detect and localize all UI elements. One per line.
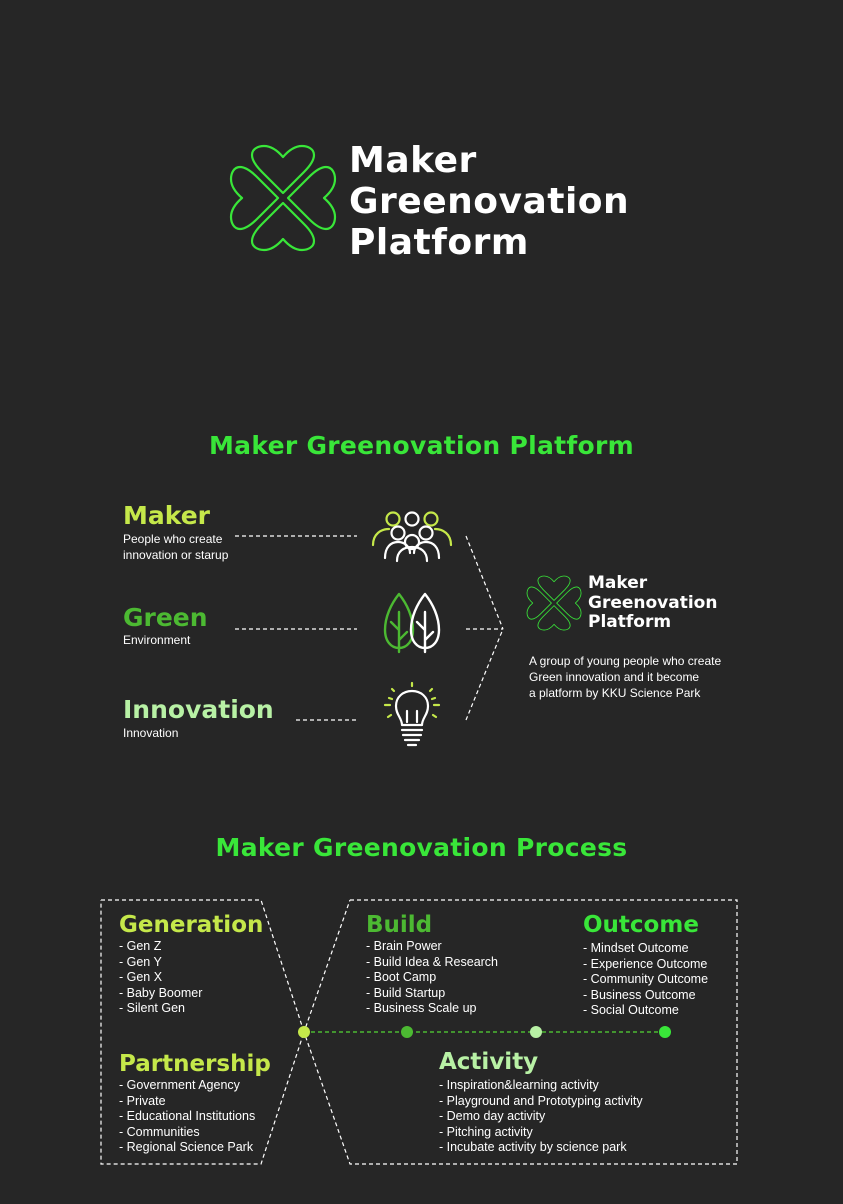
timeline-dot-build: [401, 1026, 413, 1038]
timeline-dot-generation: [298, 1026, 310, 1038]
platform-section-title: Maker Greenovation Platform: [208, 431, 635, 460]
keyword-green: Green: [123, 603, 208, 632]
partnership-list: - Government Agency - Private - Educatio…: [119, 1078, 256, 1155]
activity-title: Activity: [439, 1049, 539, 1075]
activity-list: - Inspiration&learning activity - Playgr…: [439, 1078, 643, 1155]
timeline-dot-outcome: [659, 1026, 671, 1038]
outcome-list: - Mindset Outcome - Experience Outcome -…: [583, 941, 709, 1018]
green-description: Environment: [123, 633, 191, 647]
maker-description: People who create innovation or starup: [123, 532, 229, 562]
platform-result-description: A group of young people who create Green…: [529, 654, 722, 700]
innovation-description: Innovation: [123, 726, 179, 740]
process-section-title: Maker Greenovation Process: [215, 833, 628, 862]
generation-title: Generation: [119, 912, 264, 938]
small-logo-title: Maker Greenovation Platform: [588, 573, 718, 632]
generation-list: - Gen Z - Gen Y - Gen X - Baby Boomer - …: [119, 939, 203, 1016]
timeline-dot-activity: [530, 1026, 542, 1038]
build-title: Build: [366, 912, 433, 938]
build-list: - Brain Power - Build Idea & Research - …: [366, 939, 499, 1016]
partnership-title: Partnership: [119, 1051, 271, 1077]
outcome-title: Outcome: [583, 912, 699, 938]
keyword-innovation: Innovation: [123, 695, 274, 724]
logo-title: Maker Greenovation Platform: [349, 140, 629, 263]
keyword-maker: Maker: [123, 501, 210, 530]
logo-line-1: Maker: [349, 140, 477, 181]
logo-line-3: Platform: [349, 222, 529, 263]
logo-line-2: Greenovation: [349, 181, 630, 222]
